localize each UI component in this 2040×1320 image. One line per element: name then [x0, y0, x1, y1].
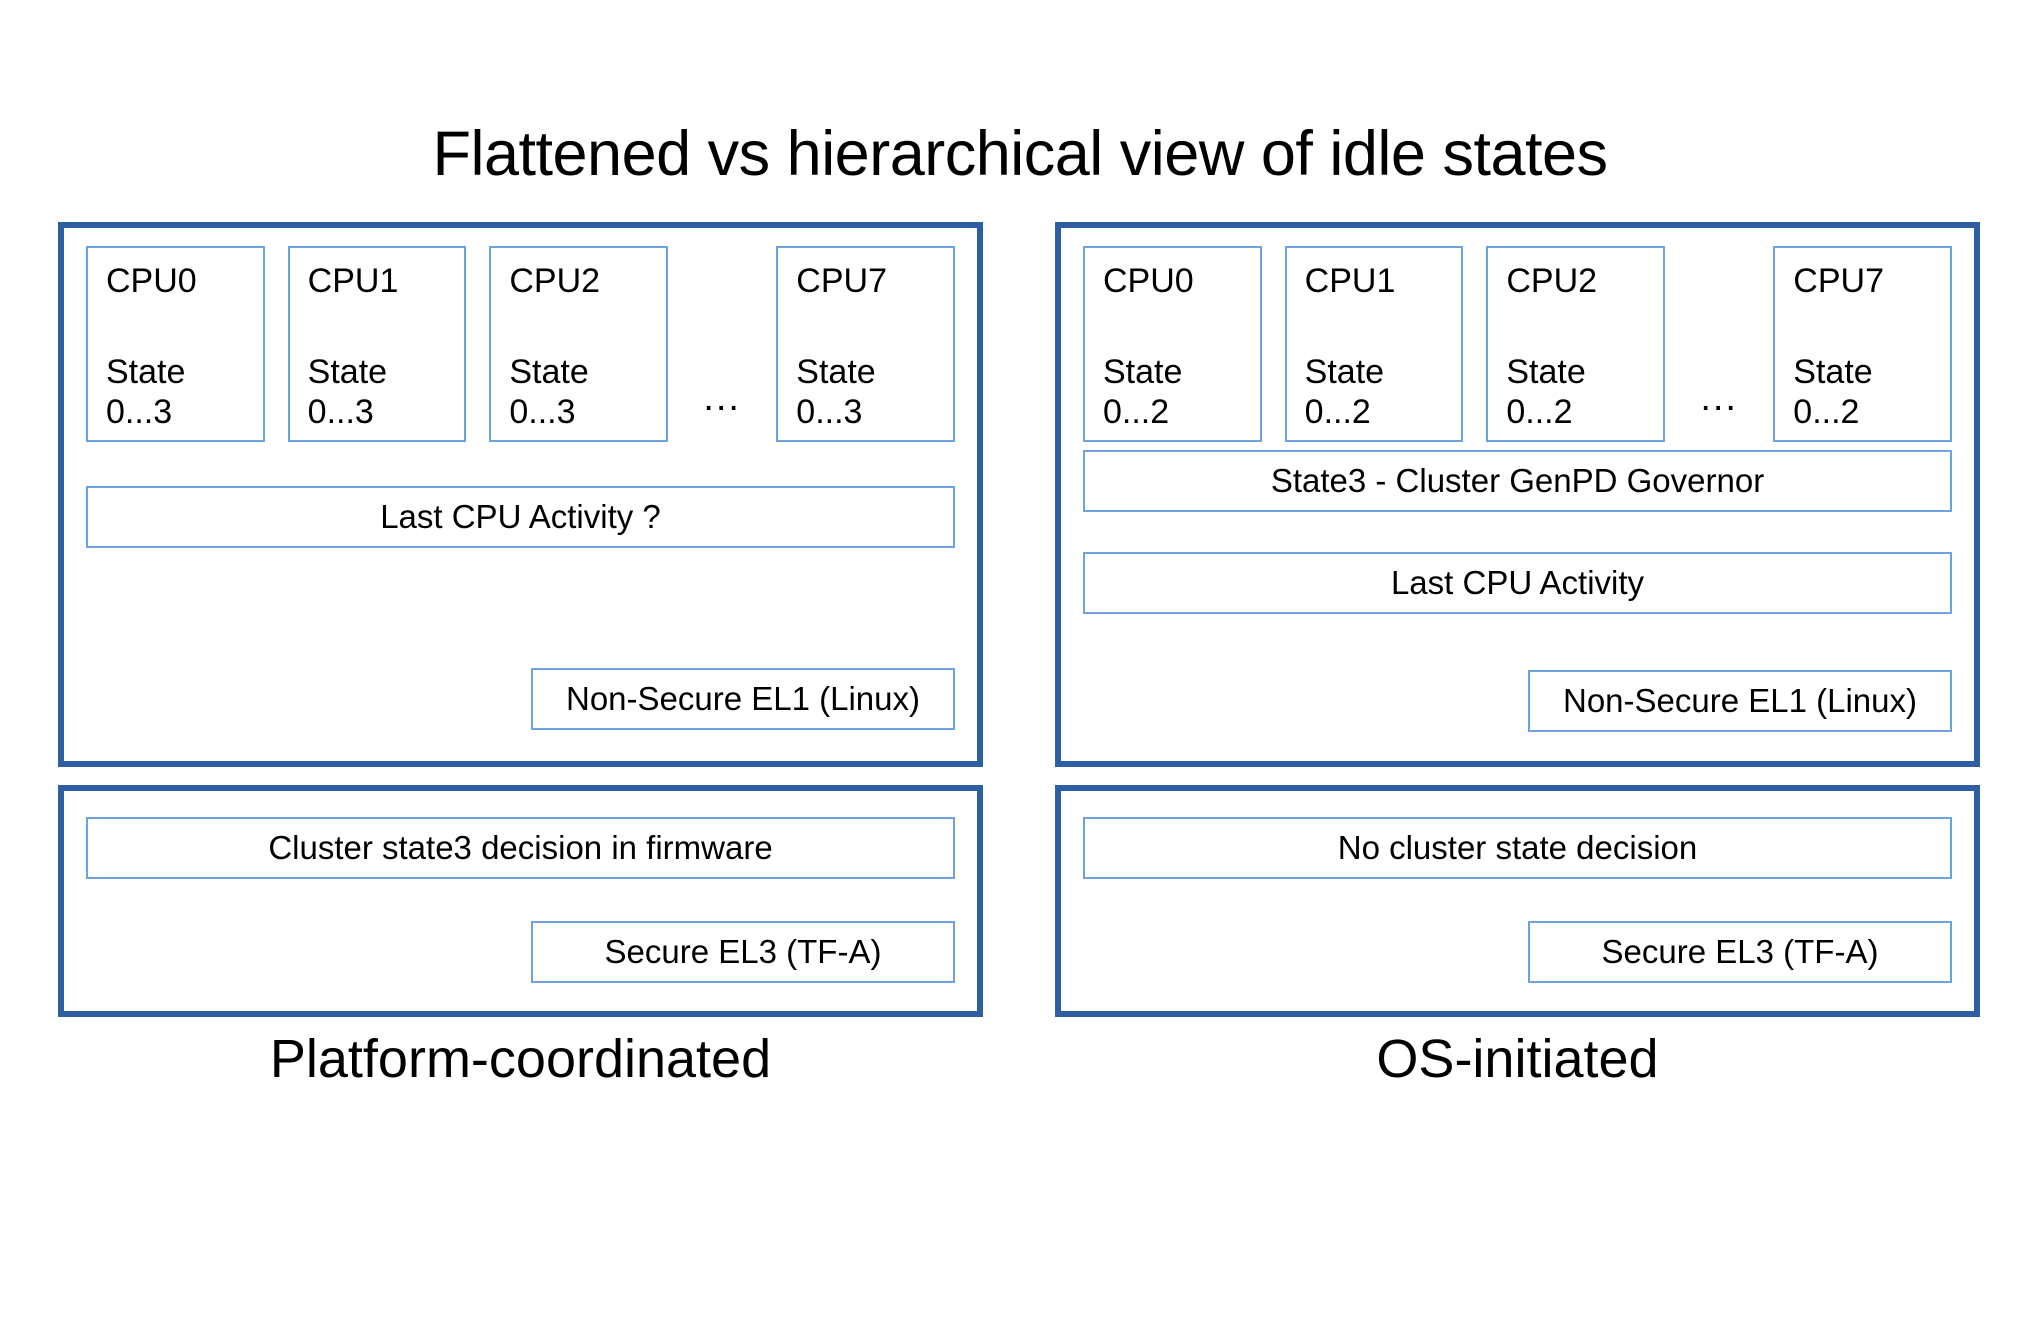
- secure-el3-block-left: Cluster state3 decision in firmware Secu…: [58, 785, 983, 1017]
- cpu-box-cpu0-left[interactable]: CPU0 State 0...3: [86, 246, 265, 442]
- cpu-ellipsis-left: ...: [703, 377, 741, 419]
- cpu-box-cpu1-left[interactable]: CPU1 State 0...3: [287, 246, 467, 442]
- panel-platform-coordinated: CPU0 State 0...3 CPU1 State 0...3 CPU2: [58, 222, 983, 1017]
- state-label: State: [1304, 352, 1385, 391]
- last-cpu-activity-bar-left: Last CPU Activity ?: [86, 486, 955, 548]
- last-cpu-activity-bar-right: Last CPU Activity: [1083, 552, 1952, 614]
- caption-os-initiated: OS-initiated: [1376, 1029, 1659, 1089]
- cpu-state: State 0...2: [1793, 352, 1950, 432]
- state-range: 0...2: [1304, 392, 1371, 431]
- non-secure-el1-block-right: CPU0 State 0...2 CPU1 State 0...2 CPU2: [1055, 222, 1980, 767]
- cpu-box-cpu7-left[interactable]: CPU7 State 0...3: [776, 246, 955, 442]
- exception-level-badge-el3-right: Secure EL3 (TF-A): [1528, 921, 1952, 983]
- cpu-label: CPU2: [1506, 262, 1598, 300]
- cpu-label: CPU0: [106, 262, 197, 300]
- state-label: State: [1103, 352, 1183, 391]
- state-label: State: [1506, 352, 1586, 391]
- exception-level-badge-el1-left: Non-Secure EL1 (Linux): [531, 668, 955, 730]
- cpu-box-cpu7-right[interactable]: CPU7 State 0...2: [1773, 246, 1952, 442]
- cpu-box-cpu2-right[interactable]: CPU2 State 0...2: [1486, 246, 1666, 442]
- cpu-box-cpu0-right[interactable]: CPU0 State 0...2: [1083, 246, 1262, 442]
- state-range: 0...3: [509, 392, 576, 431]
- non-secure-el1-block-left: CPU0 State 0...3 CPU1 State 0...3 CPU2: [58, 222, 983, 767]
- cluster-genpd-governor-bar-right: State3 - Cluster GenPD Governor: [1083, 450, 1952, 512]
- cpu-label: CPU2: [509, 262, 601, 300]
- secure-el3-block-right: No cluster state decision Secure EL3 (TF…: [1055, 785, 1980, 1017]
- cpu-state: State 0...3: [509, 352, 666, 432]
- cpu-label: CPU7: [796, 262, 887, 300]
- cluster-state-decision-bar-left: Cluster state3 decision in firmware: [86, 817, 955, 879]
- page-title: Flattened vs hierarchical view of idle s…: [432, 119, 1608, 189]
- cpu-label: CPU7: [1793, 262, 1884, 300]
- cpu-state: State 0...3: [106, 352, 263, 432]
- state-label: State: [307, 352, 388, 391]
- state-label: State: [1793, 352, 1873, 391]
- cpu-box-cpu1-right[interactable]: CPU1 State 0...2: [1284, 246, 1464, 442]
- exception-level-badge-el1-right: Non-Secure EL1 (Linux): [1528, 670, 1952, 732]
- state-range: 0...3: [796, 392, 863, 431]
- state-label: State: [509, 352, 589, 391]
- caption-platform-coordinated: Platform-coordinated: [269, 1029, 772, 1089]
- state-range: 0...3: [307, 392, 374, 431]
- state-range: 0...2: [1793, 392, 1860, 431]
- cpu-ellipsis-right: ...: [1700, 377, 1738, 419]
- cpu-label: CPU0: [1103, 262, 1194, 300]
- state-label: State: [796, 352, 876, 391]
- state-label: State: [106, 352, 186, 391]
- cpu-label: CPU1: [1304, 262, 1396, 300]
- cpu-label: CPU1: [307, 262, 399, 300]
- cpu-row-right: CPU0 State 0...2 CPU1 State 0...2 CPU2: [1083, 246, 1952, 442]
- state-range: 0...2: [1103, 392, 1170, 431]
- cpu-row-left: CPU0 State 0...3 CPU1 State 0...3 CPU2: [86, 246, 955, 442]
- cpu-state: State 0...2: [1506, 352, 1663, 432]
- cpu-state: State 0...2: [1103, 352, 1260, 432]
- state-range: 0...2: [1506, 392, 1573, 431]
- state-range: 0...3: [106, 392, 173, 431]
- cpu-state: State 0...3: [796, 352, 953, 432]
- exception-level-badge-el3-left: Secure EL3 (TF-A): [531, 921, 955, 983]
- cpu-state: State 0...3: [308, 352, 465, 432]
- panel-os-initiated: CPU0 State 0...2 CPU1 State 0...2 CPU2: [1055, 222, 1980, 1017]
- cpu-state: State 0...2: [1305, 352, 1462, 432]
- cluster-state-decision-bar-right: No cluster state decision: [1083, 817, 1952, 879]
- cpu-box-cpu2-left[interactable]: CPU2 State 0...3: [489, 246, 669, 442]
